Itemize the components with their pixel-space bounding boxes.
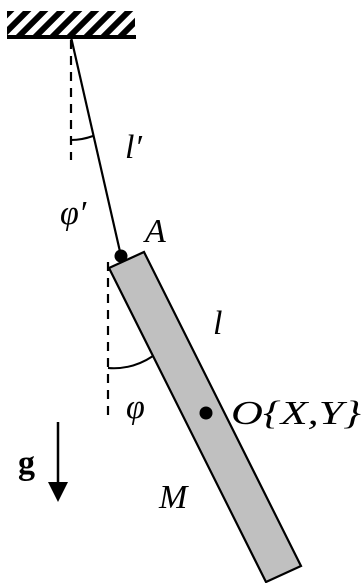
pivot-point-dot xyxy=(114,249,128,263)
string-angle-arc xyxy=(70,135,94,141)
rod-angle-label: φ xyxy=(126,389,145,426)
string-angle-label: φ′ xyxy=(60,195,87,232)
rod-length-label: l xyxy=(213,305,222,342)
pivot-point-label: A xyxy=(143,213,166,250)
gravity-arrow-head xyxy=(48,482,68,502)
ceiling-support xyxy=(7,11,136,39)
center-of-mass-label: O{X,Y} xyxy=(231,395,362,432)
mass-label: M xyxy=(158,479,189,516)
string-length-label: l′ xyxy=(125,129,142,166)
gravity-label: g xyxy=(18,445,35,482)
center-of-mass-dot xyxy=(199,406,213,420)
ceiling-hatch xyxy=(7,11,135,36)
rod-angle-arc xyxy=(107,355,154,370)
gravity-arrow xyxy=(48,422,68,502)
string xyxy=(69,36,123,257)
